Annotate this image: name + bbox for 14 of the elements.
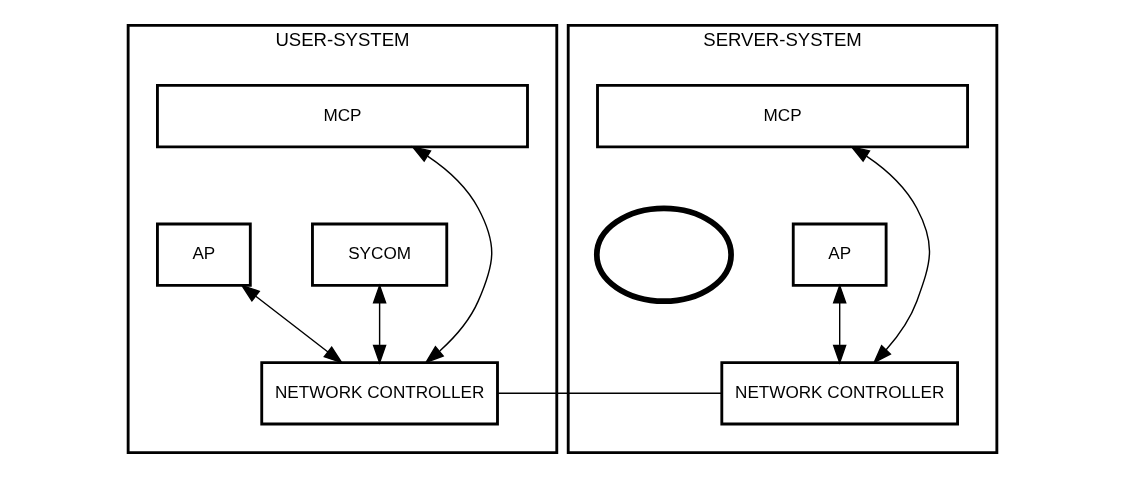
arrow	[240, 284, 344, 364]
node-box: MCP	[156, 83, 529, 149]
connector	[497, 392, 723, 395]
node-box: NETWORK CONTROLLER	[260, 361, 499, 426]
node-box: AP	[156, 222, 252, 287]
node-circle	[593, 205, 734, 304]
node-box: NETWORK CONTROLLER	[720, 361, 959, 426]
arrow	[849, 145, 931, 364]
node-box: SYCOM	[311, 222, 449, 287]
arrow	[832, 283, 847, 365]
arrow	[372, 283, 387, 365]
node-box: AP	[791, 222, 888, 287]
node-box: MCP	[596, 83, 969, 149]
arrow	[410, 145, 493, 364]
